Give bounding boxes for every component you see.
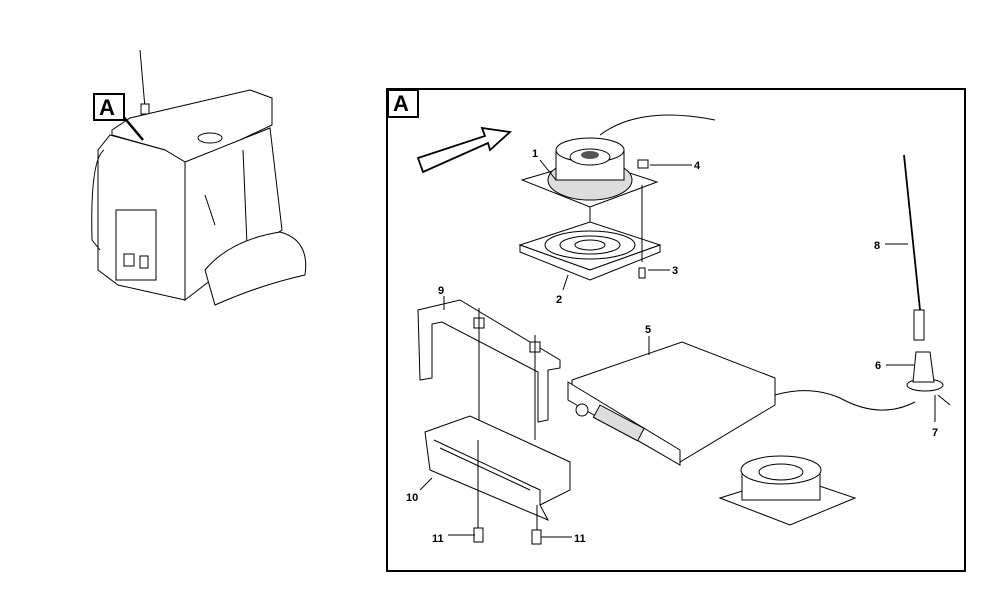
part-label-6: 6 <box>875 360 881 372</box>
antenna-illustration <box>903 154 944 392</box>
detail-frame <box>386 88 966 572</box>
antenna-cable-line <box>774 390 916 411</box>
part-label-7: 7 <box>932 427 938 439</box>
part-label-3: 3 <box>672 265 678 277</box>
radio-frame-illustration <box>424 415 571 545</box>
part-label-4: 4 <box>694 160 701 172</box>
detail-callout-box <box>387 89 419 118</box>
part-label-5: 5 <box>645 324 651 336</box>
radio-illustration <box>567 341 776 466</box>
speaker-illustration <box>520 114 716 208</box>
speaker-illustration-2 <box>718 455 857 526</box>
detail-callout-label: A <box>393 91 409 116</box>
part-label-11-left: 11 <box>432 533 444 545</box>
overview-callout-box <box>93 93 125 121</box>
direction-arrow-icon <box>416 126 513 174</box>
overview-callout-label: A <box>99 95 115 120</box>
part-label-2: 2 <box>556 294 562 306</box>
part-label-9: 9 <box>438 285 444 297</box>
speaker-housing-illustration <box>518 221 662 281</box>
part-label-1: 1 <box>532 148 538 160</box>
part-label-11-right: 11 <box>574 533 586 545</box>
cab-overview-illustration <box>91 49 307 306</box>
clip-nut-illustration <box>637 159 649 169</box>
mounting-bracket-illustration <box>417 299 561 440</box>
part-label-10: 10 <box>406 492 418 504</box>
part-label-8: 8 <box>874 240 880 252</box>
screw-illustration <box>638 267 646 279</box>
leader-lines <box>419 159 936 538</box>
